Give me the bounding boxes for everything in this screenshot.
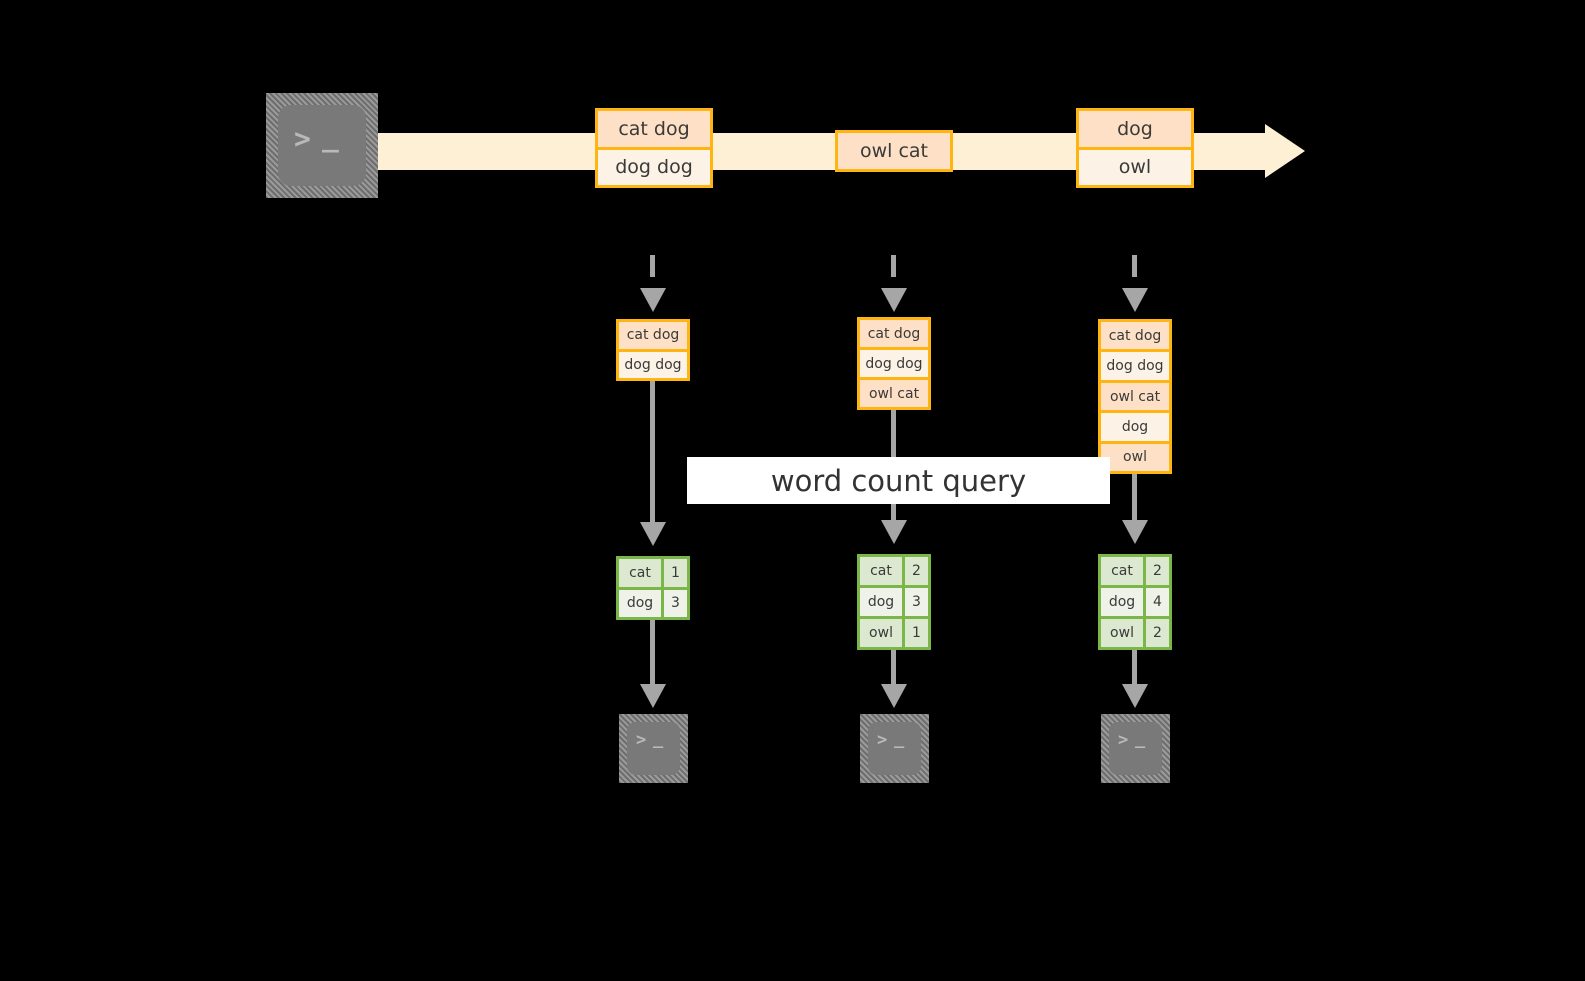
stream-arrowhead [1265, 124, 1305, 178]
result-word: dog [860, 588, 902, 616]
query-banner-label: word count query [770, 463, 1027, 498]
result-table-2[interactable]: cat 2 dog 3 owl 1 [857, 554, 931, 650]
result-word: dog [619, 589, 661, 617]
result-count: 3 [661, 589, 687, 617]
sink-terminal-icon-3[interactable]: > _ [1101, 714, 1170, 783]
query-connector-1 [650, 381, 655, 525]
input-table-row: owl cat [860, 377, 928, 407]
result-table-row: cat 2 [860, 557, 928, 585]
input-table-row: dog [1101, 410, 1169, 441]
input-table-row: dog dog [619, 348, 687, 378]
result-count: 1 [902, 619, 928, 647]
stream-batch-line: owl cat [838, 133, 950, 169]
sink-connector-arrowhead-1 [640, 684, 666, 708]
terminal-prompt-glyph: > [636, 730, 646, 750]
query-banner: word count query [687, 457, 1110, 504]
trigger-connector-arrowhead-3 [1122, 288, 1148, 312]
trigger-connector-arrowhead-1 [640, 288, 666, 312]
result-count: 4 [1143, 588, 1169, 616]
terminal-cursor-glyph: _ [322, 120, 339, 153]
result-count: 2 [1143, 619, 1169, 647]
terminal-body: > _ [1109, 722, 1162, 775]
query-connector-arrowhead-2 [881, 520, 907, 544]
result-count: 2 [1143, 557, 1169, 585]
trigger-connector-1 [650, 255, 655, 290]
trigger-connector-3 [1132, 255, 1137, 290]
result-table-row: dog 3 [860, 585, 928, 616]
stream-batch-line: dog [1079, 111, 1191, 147]
stream-batch-line: owl [1079, 146, 1191, 185]
result-count: 3 [902, 588, 928, 616]
input-table-1[interactable]: cat dog dog dog [616, 319, 690, 381]
result-table-row: owl 2 [1101, 616, 1169, 647]
input-table-row: owl cat [1101, 379, 1169, 411]
result-table-row: cat 2 [1101, 557, 1169, 585]
terminal-prompt-glyph: > [1118, 730, 1128, 750]
result-word: owl [1101, 619, 1143, 647]
result-table-row: dog 3 [619, 586, 687, 617]
input-table-3[interactable]: cat dog dog dog owl cat dog owl [1098, 319, 1172, 474]
trigger-connector-arrowhead-2 [881, 288, 907, 312]
input-table-2[interactable]: cat dog dog dog owl cat [857, 317, 931, 410]
result-table-row: dog 4 [1101, 585, 1169, 616]
terminal-prompt-glyph: > [294, 122, 311, 155]
result-count: 2 [902, 557, 928, 585]
result-word: cat [860, 557, 902, 585]
input-table-row: cat dog [1101, 322, 1169, 350]
result-count: 1 [661, 559, 687, 587]
stream-batch-line: dog dog [598, 146, 710, 185]
sink-connector-arrowhead-3 [1122, 684, 1148, 708]
result-word: cat [1101, 557, 1143, 585]
sink-connector-arrowhead-2 [881, 684, 907, 708]
stream-batch-3[interactable]: dog owl [1076, 108, 1194, 188]
input-table-row: dog dog [860, 347, 928, 377]
result-table-row: cat 1 [619, 559, 687, 587]
sink-connector-2 [891, 650, 896, 686]
terminal-body: > _ [278, 105, 366, 186]
input-table-row: cat dog [860, 320, 928, 347]
input-table-row: owl [1101, 440, 1169, 472]
result-word: dog [1101, 588, 1143, 616]
terminal-prompt-glyph: > [877, 730, 887, 750]
terminal-body: > _ [627, 722, 680, 775]
source-terminal-icon[interactable]: > _ [266, 93, 378, 198]
result-table-row: owl 1 [860, 616, 928, 647]
query-connector-arrowhead-1 [640, 522, 666, 546]
terminal-cursor-glyph: _ [653, 729, 663, 749]
stream-batch-1[interactable]: cat dog dog dog [595, 108, 713, 188]
sink-connector-1 [650, 620, 655, 686]
query-connector-arrowhead-3 [1122, 520, 1148, 544]
terminal-cursor-glyph: _ [1135, 729, 1145, 749]
stream-batch-2[interactable]: owl cat [835, 130, 953, 172]
trigger-connector-2 [891, 255, 896, 290]
input-table-row: cat dog [619, 322, 687, 349]
input-table-row: dog dog [1101, 349, 1169, 380]
result-word: owl [860, 619, 902, 647]
terminal-cursor-glyph: _ [894, 729, 904, 749]
result-table-1[interactable]: cat 1 dog 3 [616, 556, 690, 620]
stream-batch-line: cat dog [598, 111, 710, 147]
query-connector-3 [1132, 474, 1137, 523]
sink-connector-3 [1132, 650, 1137, 686]
result-table-3[interactable]: cat 2 dog 4 owl 2 [1098, 554, 1172, 650]
sink-terminal-icon-2[interactable]: > _ [860, 714, 929, 783]
sink-terminal-icon-1[interactable]: > _ [619, 714, 688, 783]
result-word: cat [619, 559, 661, 587]
terminal-body: > _ [868, 722, 921, 775]
